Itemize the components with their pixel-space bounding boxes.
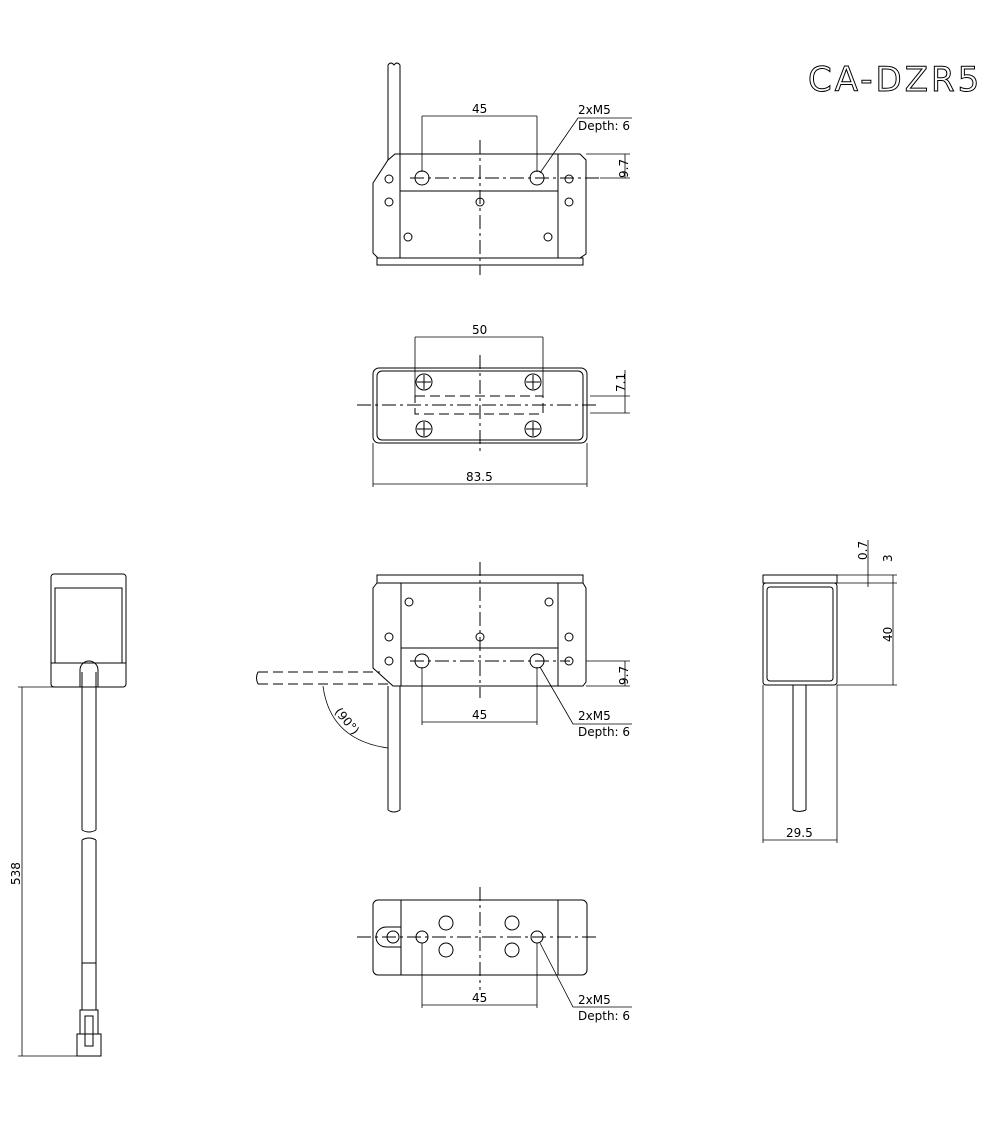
callout-thread: 2xM5 [578,103,611,117]
callout-depth: Depth: 6 [578,725,630,739]
cable-view: 538 [9,573,127,1057]
dim-edge-offset: 9.7 [617,666,631,685]
dim-top-plate: 3 [881,554,895,562]
callout-depth: Depth: 6 [578,1009,630,1023]
dim-width: 29.5 [786,826,813,840]
dim-screw-spacing: 50 [472,323,487,337]
dim-cable-length: 538 [9,862,23,885]
dim-height: 40 [881,627,895,642]
dim-offset: 7.1 [614,373,628,392]
top-view: 45 9.7 2xM5 Depth: 6 [372,62,632,275]
callout-thread: 2xM5 [578,993,611,1007]
dim-hole-spacing: 45 [472,991,487,1005]
part-number-title: CA-DZR5 [808,60,982,100]
dim-overall-width: 83.5 [466,470,493,484]
second-view: 50 7.1 83.5 [357,323,630,487]
callout-thread: 2xM5 [578,709,611,723]
callout-depth: Depth: 6 [578,119,630,133]
side-view: 29.5 40 0.7 3 [762,540,897,843]
dim-top-small: 0.7 [856,541,870,560]
dim-hole-spacing: 45 [472,708,487,722]
front-view: (90°) 45 9.7 2xM5 Depth: 6 [256,562,632,813]
dim-edge-offset: 9.7 [617,159,631,178]
bottom-view: 45 2xM5 Depth: 6 [357,887,632,1023]
dim-hole-spacing: 45 [472,102,487,116]
